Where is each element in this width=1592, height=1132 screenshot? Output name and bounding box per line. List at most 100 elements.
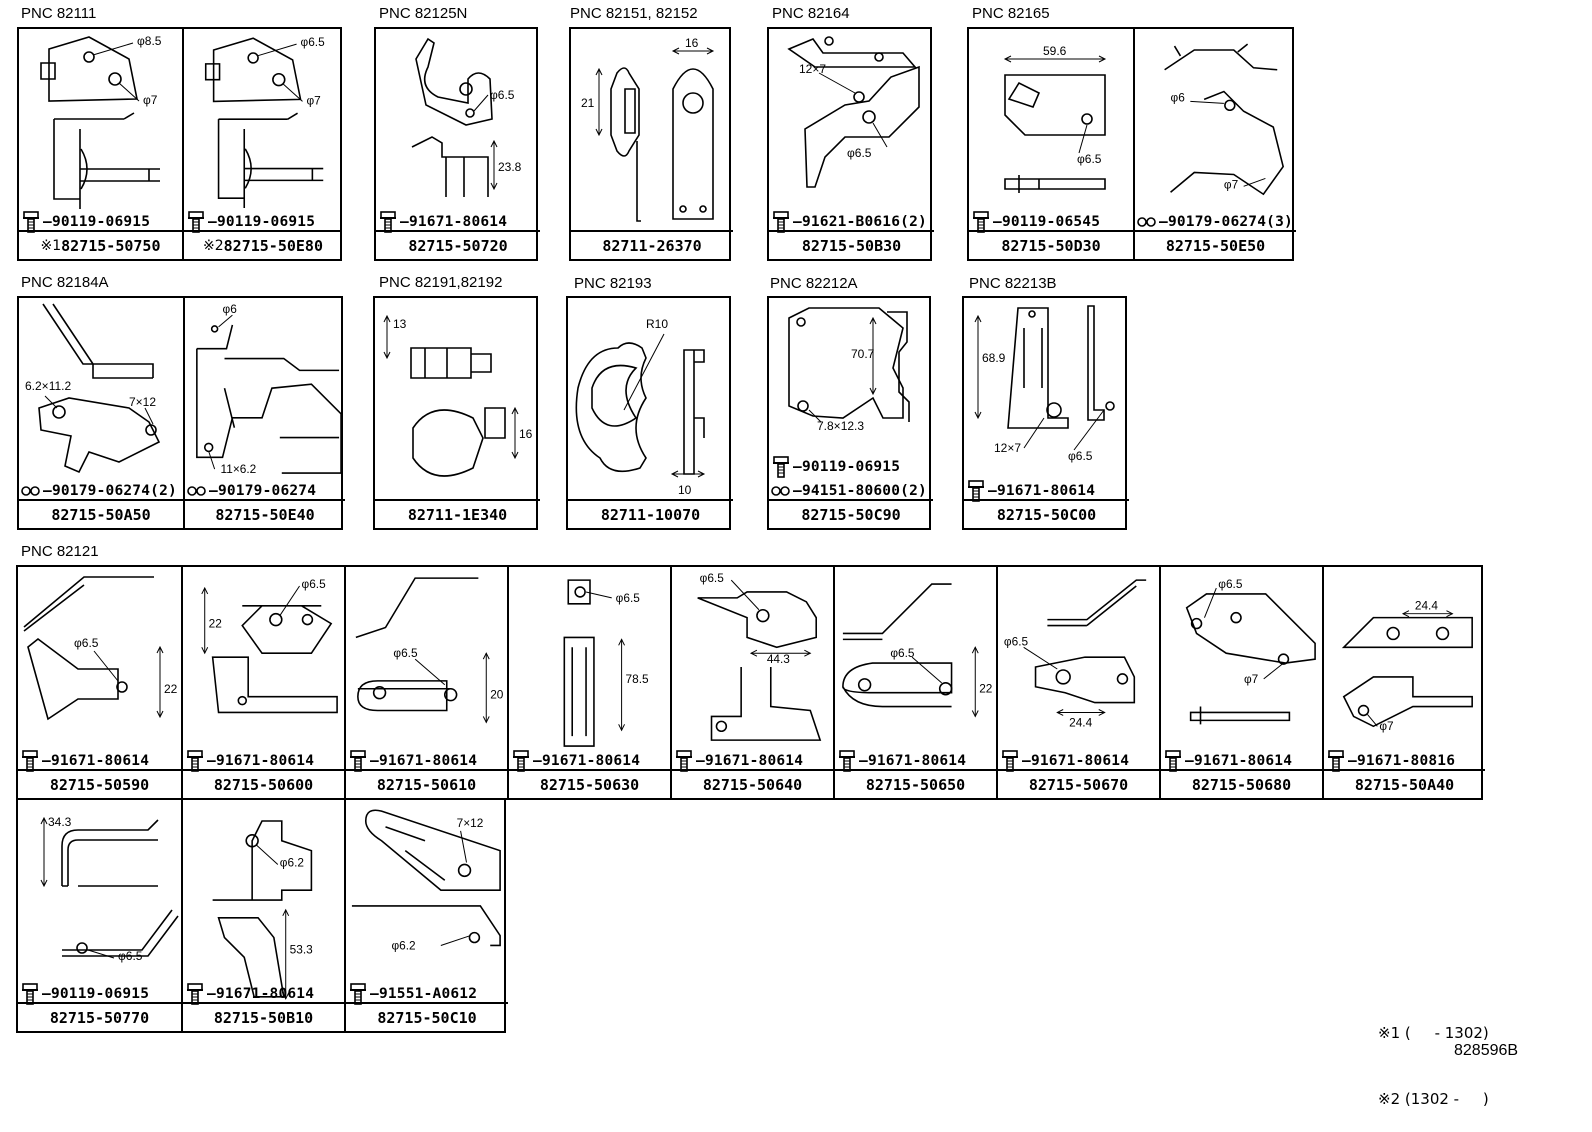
fastener-item[interactable]: —90179-06274 [187,479,345,503]
fastener-item[interactable]: —90119-06915 [20,982,181,1006]
fastener-item[interactable]: —91671-80614 [185,749,344,773]
fastener-item[interactable]: —91671-80614 [674,749,833,773]
part-number[interactable]: 82715-50C90 [769,499,933,528]
fastener-number: 91551-A0612 [378,986,478,1002]
fastener-item[interactable]: —91671-80614 [20,749,181,773]
fastener-list: —91671-80614 [185,982,344,1006]
fastener-item[interactable]: —90119-06915 [771,455,933,479]
part-cell: 70.7 7.8×12.3 —90119-06915 —94151-80600(… [769,298,933,528]
part-number[interactable]: 82715-50630 [509,769,670,798]
part-number[interactable]: 82711-26370 [571,230,733,259]
fastener-number: 90119-06915 [51,214,151,230]
part-number[interactable]: 82715-50680 [1161,769,1322,798]
fastener-item[interactable]: —91671-80614 [1163,749,1322,773]
svg-text:φ8.5: φ8.5 [137,34,162,48]
fastener-number: 90179-06274 [217,483,317,499]
fastener-item[interactable]: —90119-06915 [186,210,342,234]
part-number[interactable]: 82715-50720 [376,230,540,259]
fastener-list: —90119-06545 [971,210,1133,234]
fastener-list: —91621-B0616(2) [771,210,934,234]
fastener-number: 90119-06545 [1001,214,1101,230]
part-number[interactable]: 82715-50610 [346,769,507,798]
svg-text:23.8: 23.8 [498,160,522,174]
fastener-item[interactable]: —91621-B0616(2) [771,210,934,234]
fastener-item[interactable]: —91671-80816 [1326,749,1485,773]
fastener-dash: — [533,753,542,769]
fastener-dash: — [1159,214,1168,230]
part-number[interactable]: 82715-50B10 [183,1002,344,1031]
part-number[interactable]: 82715-50600 [183,769,344,798]
fastener-number: 91671-80614 [996,483,1096,499]
part-number[interactable]: 82715-50C00 [964,499,1129,528]
part-number-text: 82715-50E40 [215,505,315,524]
part-number[interactable]: 82715-50590 [18,769,181,798]
figure-id: 828596B [1454,1042,1519,1059]
part-drawing: φ6.5 φ7 [204,35,325,209]
fastener-item[interactable]: —91671-80614 [185,982,344,1006]
fastener-item[interactable]: —91551-A0612 [348,982,508,1006]
part-drawing: φ8.5 φ7 [40,34,162,209]
fastener-item[interactable]: —91671-80614 [1000,749,1159,773]
fastener-item[interactable]: —91671-80614 [837,749,996,773]
part-number[interactable]: 82715-50B30 [769,230,934,259]
part-drawing: φ6.5 44.3 [697,571,822,741]
fastener-list: —90119-06915 [21,210,182,234]
part-drawing: φ6.2 53.3 [212,820,313,1000]
svg-text:22: 22 [979,682,992,696]
part-drawing: 59.6 φ6.5 [1003,44,1107,193]
fastener-list: —91671-80816 [1326,749,1485,773]
fastener-dash: — [696,753,705,769]
fastener-number: 91671-80614 [50,753,150,769]
part-number-text: 82715-50C10 [377,1008,477,1027]
svg-text:φ6.5: φ6.5 [118,949,143,963]
part-number[interactable]: 82715-50640 [672,769,833,798]
part-number[interactable]: 82715-50E40 [185,499,345,528]
part-number[interactable]: 82711-1E340 [375,499,540,528]
fastener-dash: — [42,986,51,1002]
fastener-number: 90119-06915 [801,459,901,475]
part-number[interactable]: 82715-50650 [835,769,996,798]
part-number-text: 82715-50E80 [223,236,323,255]
fastener-number: 90119-06915 [50,986,150,1002]
svg-text:φ6.5: φ6.5 [1077,152,1102,166]
part-number[interactable]: 82715-50D30 [969,230,1133,259]
part-number[interactable]: 82715-50A40 [1324,769,1485,798]
fastener-item[interactable]: —90119-06915 [21,210,182,234]
fastener-list: —91671-80614 [185,749,344,773]
bolt-icon [23,211,39,233]
fastener-list: —91671-80614 [966,479,1129,503]
part-number[interactable]: 82715-50E50 [1135,230,1296,259]
part-number[interactable]: 82715-50A50 [19,499,183,528]
part-number[interactable]: 82715-50670 [998,769,1159,798]
part-number-text: 82715-50A50 [51,505,151,524]
fastener-item[interactable]: —90179-06274(2) [21,479,183,503]
part-drawing: φ6.5 24.4 [1004,579,1147,729]
fastener-item[interactable]: —90119-06545 [971,210,1133,234]
svg-text:16: 16 [685,36,699,50]
part-number[interactable]: 82715-50C10 [346,1002,508,1031]
fastener-item[interactable]: —91671-80614 [966,479,1129,503]
fastener-dash: — [793,214,802,230]
bolt-icon [350,983,366,1005]
part-number[interactable]: 82715-50770 [18,1002,181,1031]
fastener-dash: — [370,753,379,769]
fastener-number: 90179-06274(2) [51,483,177,499]
fastener-item[interactable]: —91671-80614 [378,210,540,234]
part-number[interactable]: 82711-10070 [568,499,733,528]
svg-text:22: 22 [164,682,178,696]
fastener-item[interactable]: —91671-80614 [348,749,507,773]
fastener-item[interactable]: —94151-80600(2) [771,479,933,503]
pnc-label: PNC 82164 [772,5,850,22]
fastener-item[interactable]: —90179-06274(3) [1137,210,1296,234]
svg-text:44.3: 44.3 [767,652,790,666]
fastener-item[interactable]: —91671-80614 [511,749,670,773]
